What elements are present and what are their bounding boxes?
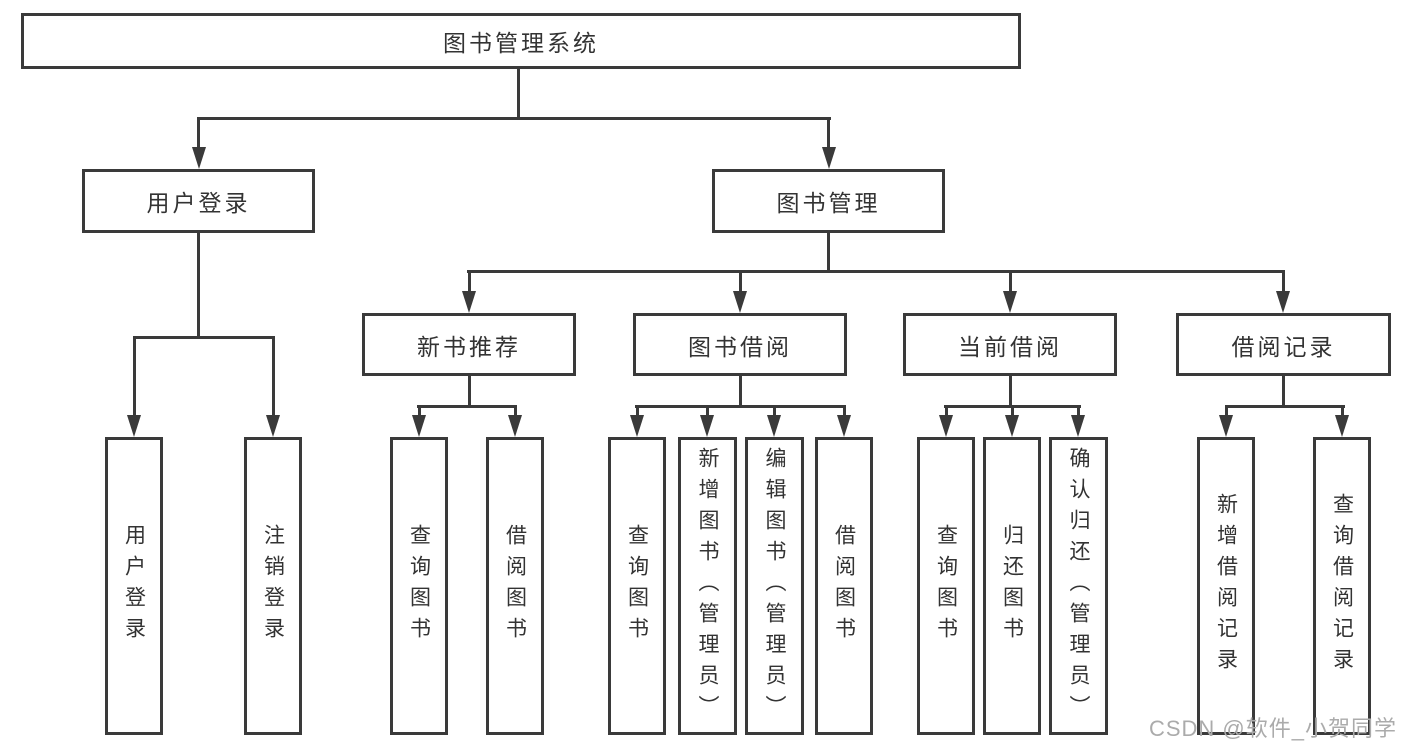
connector-line [1282, 270, 1285, 295]
connector-line [197, 117, 831, 120]
arrow-down-icon [462, 291, 476, 313]
node-current-borrowing: 当前借阅 [903, 313, 1117, 376]
arrow-down-icon [630, 415, 644, 437]
arrow-down-icon [412, 415, 426, 437]
connector-line [517, 69, 520, 120]
connector-line [467, 270, 1285, 273]
node-label: 查询图书 [934, 524, 958, 648]
connector-line [197, 117, 200, 149]
leaf-records-query-borrow-record: 查询借阅记录 [1313, 437, 1371, 735]
node-label: 新增图书（管理员） [696, 446, 719, 726]
node-label: 查询图书 [407, 524, 431, 648]
connector-line [827, 117, 830, 149]
node-new-book-recommend: 新书推荐 [362, 313, 576, 376]
connector-line [1341, 405, 1344, 419]
arrow-down-icon [1071, 415, 1085, 437]
connector-line [843, 405, 846, 419]
node-book-borrowing: 图书借阅 [633, 313, 847, 376]
leaf-borrowing-borrow-books: 借阅图书 [815, 437, 873, 735]
connector-line [133, 336, 275, 339]
arrow-down-icon [1219, 415, 1233, 437]
node-label: 借阅图书 [832, 524, 856, 648]
connector-line [1225, 405, 1345, 408]
node-label: 用户登录 [146, 190, 251, 216]
arrow-down-icon [266, 415, 280, 437]
connector-line [1282, 373, 1285, 408]
connector-line [1077, 405, 1080, 419]
node-label: 查询借阅记录 [1330, 493, 1354, 679]
node-label: 图书管理 [776, 190, 881, 216]
node-label: 借阅图书 [503, 524, 527, 648]
leaf-recommend-query-books: 查询图书 [390, 437, 448, 735]
node-library-management-system: 图书管理系统 [21, 13, 1021, 69]
connector-line [418, 405, 421, 419]
leaf-logout-login: 注销登录 [244, 437, 302, 735]
arrow-down-icon [1005, 415, 1019, 437]
leaf-recommend-borrow-books: 借阅图书 [486, 437, 544, 735]
arrow-down-icon [822, 147, 836, 169]
connector-line [514, 405, 517, 419]
leaf-user-login: 用户登录 [105, 437, 163, 735]
arrow-down-icon [837, 415, 851, 437]
arrow-down-icon [1276, 291, 1290, 313]
node-label: 用户登录 [122, 524, 146, 648]
node-label: 新增借阅记录 [1214, 493, 1238, 679]
node-label: 图书借阅 [688, 333, 792, 360]
connector-line [1011, 405, 1014, 419]
connector-line [133, 336, 136, 417]
arrow-down-icon [1003, 291, 1017, 313]
arrow-down-icon [767, 415, 781, 437]
connector-line [827, 230, 830, 273]
node-label: 查询图书 [625, 524, 649, 648]
leaf-current-confirm-return-admin: 确认归还（管理员） [1049, 437, 1108, 735]
node-label: 编辑图书（管理员） [763, 446, 786, 726]
node-label: 注销登录 [261, 524, 285, 648]
connector-line [1225, 405, 1228, 419]
leaf-borrowing-edit-books-admin: 编辑图书（管理员） [745, 437, 804, 735]
node-user-login: 用户登录 [82, 169, 315, 233]
connector-line [1009, 270, 1012, 295]
connector-line [197, 230, 200, 339]
connector-line [945, 405, 948, 419]
arrow-down-icon [939, 415, 953, 437]
csdn-watermark: CSDN @软件_小贺同学 [1148, 716, 1397, 741]
leaf-borrowing-query-books: 查询图书 [608, 437, 666, 735]
connector-line [1009, 373, 1012, 408]
node-label: 当前借阅 [958, 333, 1062, 360]
node-borrowing-records: 借阅记录 [1176, 313, 1391, 376]
connector-line [468, 270, 471, 295]
node-label: 确认归还（管理员） [1067, 446, 1090, 726]
leaf-current-return-books: 归还图书 [983, 437, 1041, 735]
connector-line [739, 270, 742, 295]
connector-line [468, 373, 471, 408]
connector-line [417, 405, 517, 408]
arrow-down-icon [733, 291, 747, 313]
node-label: 图书管理系统 [443, 30, 599, 56]
arrow-down-icon [508, 415, 522, 437]
node-book-management: 图书管理 [712, 169, 945, 233]
leaf-records-add-borrow-record: 新增借阅记录 [1197, 437, 1255, 735]
connector-line [272, 336, 275, 417]
arrow-down-icon [192, 147, 206, 169]
arrow-down-icon [1335, 415, 1349, 437]
node-label: 归还图书 [1000, 524, 1024, 648]
connector-line [773, 405, 776, 419]
connector-line [636, 405, 639, 419]
node-label: 借阅记录 [1231, 333, 1336, 360]
arrow-down-icon [127, 415, 141, 437]
node-label: 新书推荐 [417, 333, 521, 360]
connector-line [706, 405, 709, 419]
leaf-borrowing-add-books-admin: 新增图书（管理员） [678, 437, 737, 735]
connector-line [635, 405, 846, 408]
connector-line [739, 373, 742, 408]
arrow-down-icon [700, 415, 714, 437]
leaf-current-query-books: 查询图书 [917, 437, 975, 735]
